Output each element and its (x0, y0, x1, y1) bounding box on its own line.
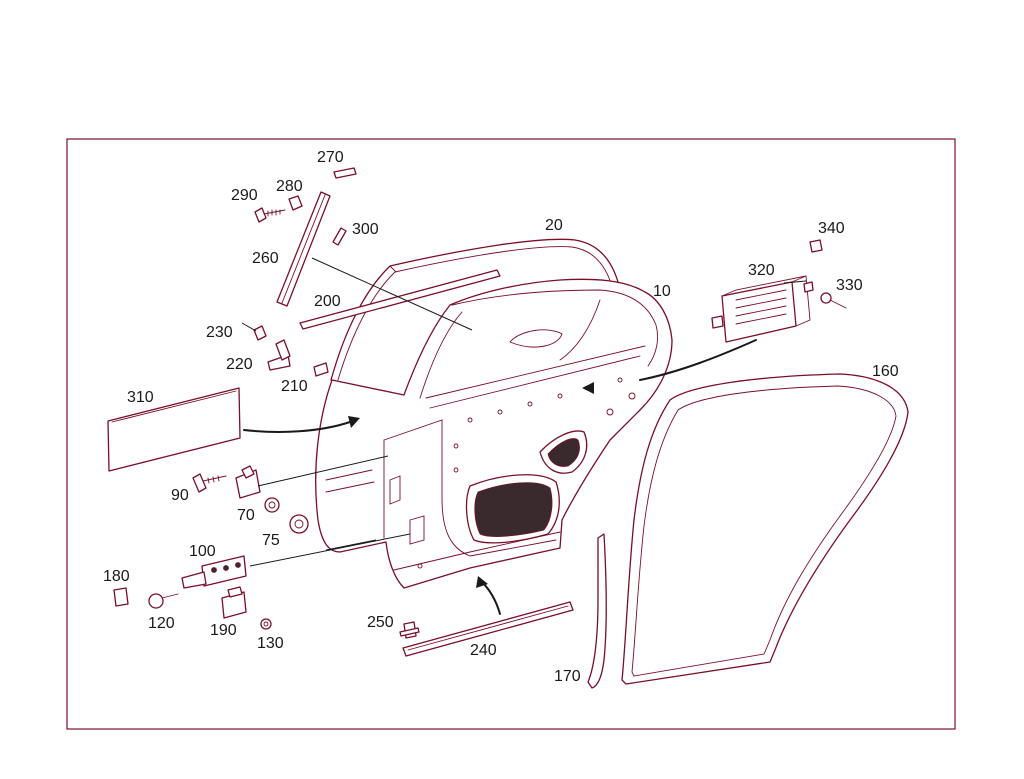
part-70-nut[interactable] (264, 497, 280, 513)
part-120-bolt[interactable] (148, 593, 179, 609)
part-130-screw[interactable] (260, 618, 272, 630)
callout-190: 190 (210, 622, 237, 639)
callout-280: 280 (276, 178, 303, 195)
part-310-insulation-panel[interactable] (107, 387, 241, 472)
part-70-hinge-bracket[interactable] (235, 465, 261, 499)
callout-220: 220 (226, 356, 253, 373)
callout-70: 70 (237, 507, 255, 524)
callout-310: 310 (127, 389, 154, 406)
part-270-clip[interactable] (333, 167, 357, 179)
part-250-plug[interactable] (399, 621, 420, 639)
part-160-door-seal[interactable] (621, 373, 909, 685)
diagram-frame (66, 138, 956, 730)
callout-230: 230 (206, 324, 233, 341)
part-90-bolt[interactable] (192, 473, 227, 493)
callout-180: 180 (103, 568, 130, 585)
part-180-bushing[interactable] (113, 587, 129, 607)
part-170-weatherstrip[interactable] (587, 533, 607, 689)
callout-250: 250 (367, 614, 394, 631)
callout-210: 210 (281, 378, 308, 395)
part-280-clip[interactable] (288, 195, 303, 211)
part-300-clip[interactable] (332, 227, 347, 246)
part-10-door-shell[interactable] (315, 278, 673, 589)
part-340-clip[interactable] (809, 239, 823, 253)
callout-labels: 270 280 290 300 20 260 200 10 340 320 33… (103, 149, 899, 685)
part-75-cap[interactable] (289, 514, 309, 534)
callout-120: 120 (148, 615, 175, 632)
callout-75: 75 (262, 532, 280, 549)
callout-290: 290 (231, 187, 258, 204)
callout-330: 330 (836, 277, 863, 294)
assembly-arrows (243, 339, 757, 615)
part-290-screw[interactable] (254, 207, 286, 223)
part-320-control-module[interactable] (711, 275, 814, 343)
callout-100: 100 (189, 543, 216, 560)
part-200-window-strip[interactable] (299, 269, 501, 330)
part-100-hinge[interactable] (181, 555, 247, 589)
part-330-screw[interactable] (820, 292, 847, 309)
leader-lines (241, 257, 807, 567)
callout-260: 260 (252, 250, 279, 267)
callout-240: 240 (470, 642, 497, 659)
part-260-pillar-trim[interactable] (276, 191, 331, 307)
callout-340: 340 (818, 220, 845, 237)
callout-270: 270 (317, 149, 344, 166)
callout-130: 130 (257, 635, 284, 652)
part-240-sill-strip[interactable] (402, 601, 574, 657)
callout-200: 200 (314, 293, 341, 310)
callout-160: 160 (872, 363, 899, 380)
part-190-plate[interactable] (221, 586, 247, 619)
callout-170: 170 (554, 668, 581, 685)
part-230-bolt[interactable] (253, 325, 267, 341)
callout-300: 300 (352, 221, 379, 238)
part-220-bracket[interactable] (267, 339, 291, 371)
callout-320: 320 (748, 262, 775, 279)
part-210-clip[interactable] (313, 362, 329, 377)
callout-20: 20 (545, 217, 563, 234)
callout-90: 90 (171, 487, 189, 504)
callout-10: 10 (653, 283, 671, 300)
